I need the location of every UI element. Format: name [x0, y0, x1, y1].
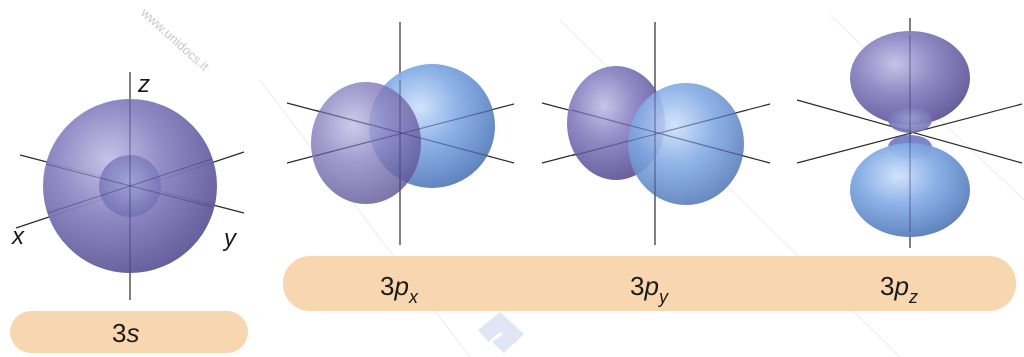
axis-x-label: x: [11, 223, 25, 250]
label-3px-num: 3: [380, 271, 394, 301]
label-3s-letter: s: [126, 318, 139, 348]
label-3py-num: 3: [630, 271, 644, 301]
lobe-py-positive: [628, 83, 744, 205]
axis-z-label: z: [137, 71, 150, 98]
orbital-3px: [287, 22, 514, 245]
watermark-text: www.unidocs.it: [137, 4, 212, 74]
axis-y-label: y: [222, 225, 238, 252]
orbital-3pz: [797, 18, 1022, 248]
label-3px-sub: x: [408, 287, 419, 307]
watermark-logo: [478, 312, 524, 353]
label-3py-letter: p: [643, 271, 658, 301]
label-3pz-letter: p: [893, 271, 908, 301]
label-3pz-sub: z: [908, 287, 918, 307]
orbital-3s: [16, 72, 244, 300]
label-3pz-num: 3: [880, 271, 894, 301]
label-3px-letter: p: [393, 271, 408, 301]
orbital-3py: [542, 22, 770, 245]
label-3s-num: 3: [112, 318, 126, 348]
label-3py-sub: y: [657, 287, 669, 307]
label-3s: 3s: [112, 318, 139, 348]
